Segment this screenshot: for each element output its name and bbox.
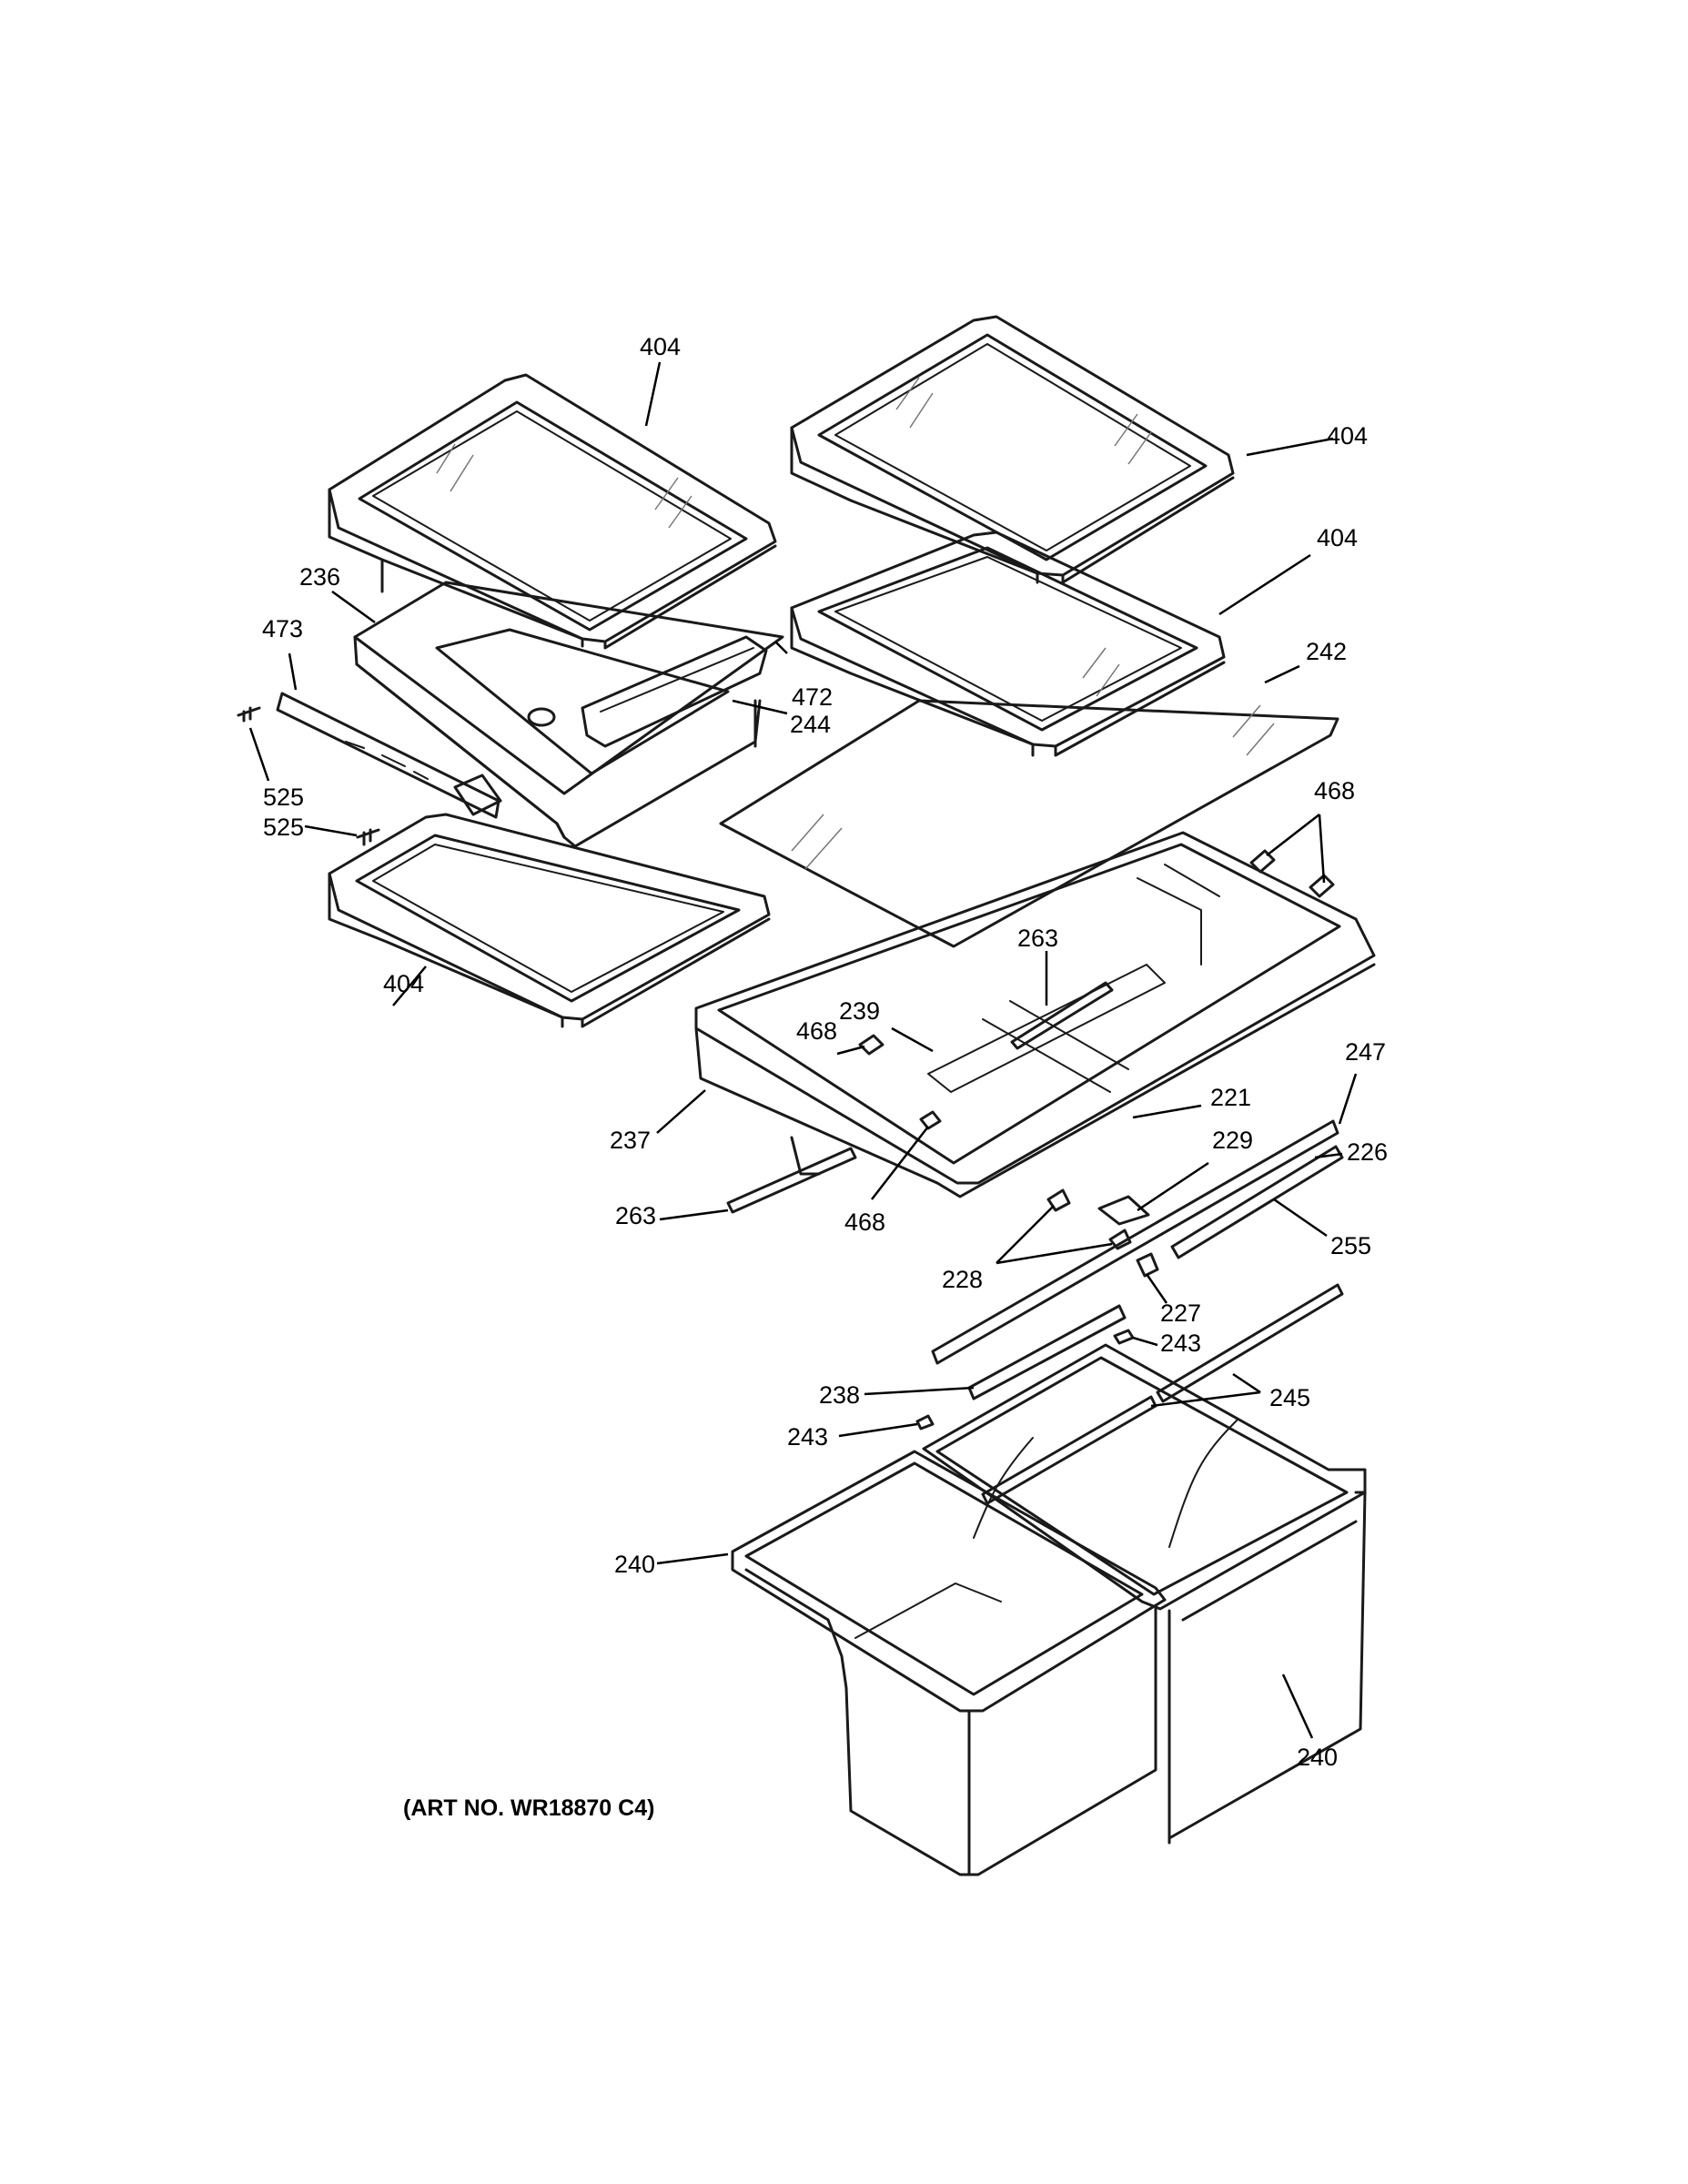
pad-243-b (915, 1414, 935, 1431)
callout-243-upper: 243 (1160, 1330, 1201, 1357)
cover-rail-lower (726, 1147, 857, 1214)
callout-525-upper: 525 (263, 784, 304, 811)
callout-247: 247 (1345, 1038, 1386, 1066)
callout-468-bottom: 468 (844, 1208, 885, 1236)
pan-rail-upper (1156, 1283, 1344, 1403)
leader-lines (248, 361, 1358, 1739)
control-parts-228 (1046, 1188, 1132, 1250)
callout-236: 236 (299, 563, 340, 591)
crisper-cover-frame (694, 831, 1376, 1198)
clip-468-d (919, 1110, 942, 1130)
glass-panel (719, 699, 1339, 948)
clip-468-a (1249, 849, 1276, 874)
glass-shelf-middle-right (790, 531, 1226, 757)
clip-468-c (858, 1034, 884, 1056)
cover-rail-upper (1010, 981, 1114, 1050)
callout-labels: 404 404 404 404 236 473 472 244 242 525 … (262, 333, 1388, 1771)
callout-404-middle-right: 404 (1317, 524, 1358, 551)
pad-243-a (1113, 1329, 1135, 1345)
art-number: (ART NO. WR18870 C4) (403, 1795, 654, 1821)
callout-237: 237 (610, 1127, 651, 1154)
callout-404-lower-left: 404 (383, 970, 424, 997)
callout-472: 472 (792, 683, 833, 711)
glass-shelf-upper-right (790, 315, 1235, 584)
callout-227: 227 (1160, 1299, 1201, 1327)
callout-255: 255 (1330, 1232, 1371, 1259)
callout-404-upper-right: 404 (1327, 422, 1368, 450)
callout-240-left: 240 (614, 1551, 655, 1578)
pan-rail-lower (981, 1395, 1157, 1505)
screw-lower (356, 828, 380, 846)
callout-245: 245 (1269, 1384, 1310, 1411)
callout-404-upper-left: 404 (640, 333, 681, 360)
lever-229 (1097, 1195, 1150, 1226)
callout-468-left: 468 (796, 1017, 837, 1045)
callout-243-lower: 243 (787, 1423, 828, 1451)
screw-upper (237, 706, 261, 723)
damper-238 (967, 1304, 1127, 1400)
clip-468-b (1309, 874, 1335, 898)
callout-229: 229 (1212, 1127, 1253, 1154)
callout-263-lower: 263 (615, 1202, 656, 1229)
glass-shelf-lower-left (328, 813, 771, 1028)
callout-240-right: 240 (1297, 1744, 1338, 1771)
knob-227 (1136, 1252, 1159, 1278)
humidity-slide-226 (1170, 1145, 1344, 1259)
drawer-slide-rail (276, 692, 502, 819)
glass-shelf-upper-left (328, 373, 777, 650)
callout-244: 244 (790, 711, 831, 738)
callout-263-upper: 263 (1017, 925, 1058, 952)
callout-525-lower: 525 (263, 814, 304, 841)
callout-228: 228 (942, 1266, 983, 1293)
slide-bar (931, 1119, 1339, 1365)
callout-238: 238 (819, 1381, 860, 1409)
callout-468-right: 468 (1314, 777, 1355, 804)
deli-drawer (353, 581, 784, 848)
callout-221: 221 (1210, 1084, 1251, 1111)
callout-226: 226 (1347, 1138, 1388, 1166)
callout-242: 242 (1306, 638, 1347, 665)
callout-473: 473 (262, 615, 303, 642)
callout-239: 239 (839, 997, 880, 1025)
crisper-pan-left (731, 1437, 1167, 1876)
